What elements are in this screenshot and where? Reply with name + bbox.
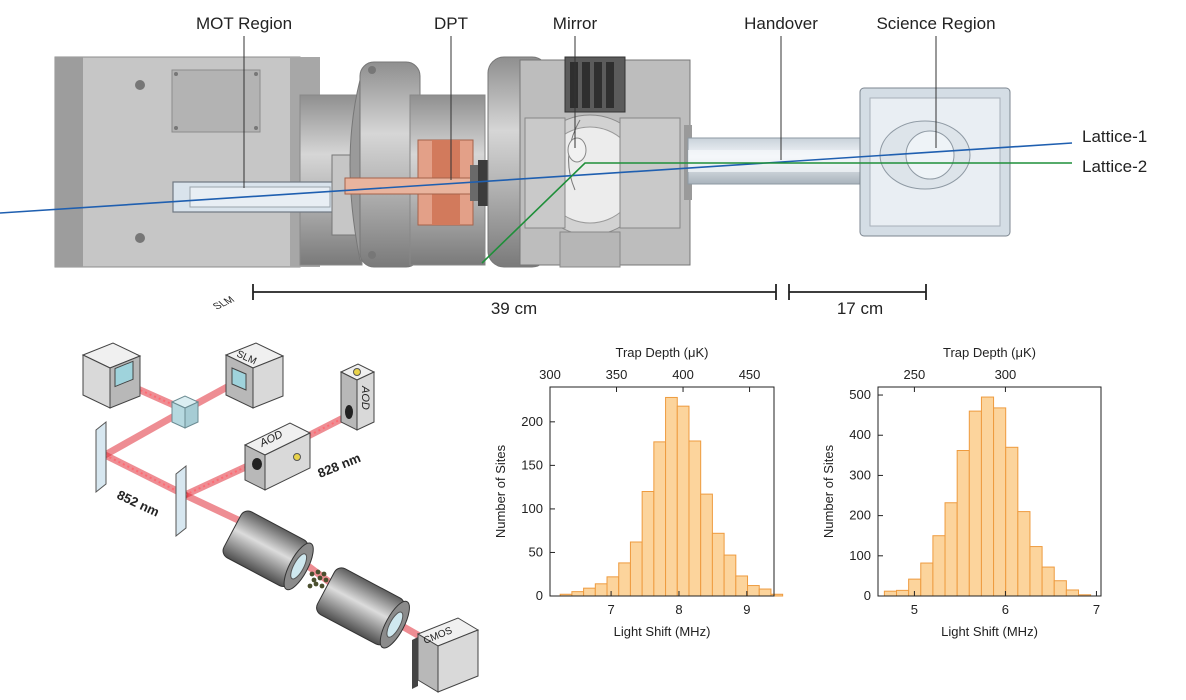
x-axis-label: Light Shift (MHz) [614, 624, 711, 639]
x-tick-label: 5 [911, 602, 918, 617]
histogram-bar [980, 396, 995, 597]
label-lattice-2: Lattice-2 [1082, 157, 1147, 176]
histogram-bar [629, 541, 643, 597]
objective-lens-1 [222, 510, 314, 591]
histogram-bar [1029, 546, 1043, 597]
y-tick-label: 50 [529, 544, 543, 559]
histogram-bar [606, 576, 620, 597]
x2-tick-label: 250 [904, 367, 926, 382]
y-tick-label: 100 [849, 548, 871, 563]
histogram-bar [1005, 446, 1019, 597]
y-tick-label: 300 [849, 467, 871, 482]
histogram-bar [571, 591, 585, 597]
x2-tick-label: 300 [995, 367, 1017, 382]
aod-b: AOD [339, 363, 376, 431]
histogram-bar [688, 440, 702, 597]
y-tick-label: 400 [849, 427, 871, 442]
x-tick-label: 8 [675, 602, 682, 617]
optical-setup: SLM SLM AOD [81, 295, 480, 693]
x2-tick-label: 400 [672, 367, 694, 382]
plot-frame [549, 386, 775, 597]
histogram-bar [583, 587, 596, 597]
y-tick-label: 100 [521, 501, 543, 516]
histogram-bar [993, 407, 1007, 597]
aod-b-label: AOD [359, 385, 371, 410]
histogram-bar [944, 502, 958, 597]
mirror [567, 137, 587, 163]
x2-tick-label: 300 [539, 367, 561, 382]
histogram-bar [747, 585, 760, 597]
histogram-bar [594, 583, 608, 597]
y-axis-label: Number of Sites [821, 444, 836, 538]
label-handover: Handover [744, 14, 818, 33]
histogram-bar [1041, 566, 1055, 597]
slm-b: SLM [224, 342, 285, 409]
x-tick-label: 9 [743, 602, 750, 617]
y-tick-label: 0 [536, 588, 543, 603]
y-tick-label: 500 [849, 387, 871, 402]
x2-tick-label: 450 [739, 367, 761, 382]
slm-a-label: SLM [211, 295, 238, 312]
wavelength-828: 828 nm [316, 450, 363, 481]
histogram-bar [653, 441, 667, 597]
histogram-bar [723, 554, 737, 597]
scale-bar-39 [252, 284, 777, 300]
histogram-bar [770, 593, 784, 597]
label-science-region: Science Region [876, 14, 995, 33]
vacuum-apparatus: MOT Region DPT Mirror Handover Science R… [0, 14, 1147, 318]
label-mirror: Mirror [553, 14, 598, 33]
atom-array [307, 569, 329, 589]
lattice-1-beam [0, 142, 1073, 214]
histogram-bar [920, 562, 934, 597]
aod-a: AOD [243, 422, 312, 491]
lattice-2-beam [481, 162, 1072, 264]
plot-frame [877, 386, 1102, 597]
scale-label-17: 17 cm [837, 299, 883, 318]
scale-bar-17 [788, 284, 927, 300]
x2-axis-label: Trap Depth (μK) [616, 345, 709, 360]
histogram-bar [711, 532, 725, 597]
histogram-bar [968, 410, 982, 597]
x-tick-label: 7 [1093, 602, 1100, 617]
scale-label-39: 39 cm [491, 299, 537, 318]
histogram-bar [883, 590, 898, 597]
y-tick-label: 200 [521, 414, 543, 429]
x-tick-label: 7 [607, 602, 614, 617]
mirror-1 [95, 420, 107, 494]
histogram-bar [641, 491, 655, 597]
histogram-bar [1017, 511, 1031, 597]
label-lattice-1: Lattice-1 [1082, 127, 1147, 146]
y-tick-label: 150 [521, 457, 543, 472]
histogram-bar [1053, 580, 1067, 597]
mirror-2 [175, 464, 187, 538]
histogram-bar [896, 589, 910, 597]
histogram-bar [618, 562, 631, 597]
histogram-bar [956, 450, 970, 597]
beam-splitter-cube [170, 395, 200, 429]
objective-lens-2 [316, 567, 410, 649]
x-axis-label: Light Shift (MHz) [941, 624, 1038, 639]
y-tick-label: 0 [864, 588, 871, 603]
histogram-bar [665, 396, 678, 597]
histogram-bar [1065, 589, 1079, 597]
y-axis-label: Number of Sites [493, 444, 508, 538]
histogram-bar [932, 535, 946, 597]
histogram-bar [758, 588, 772, 597]
label-dpt: DPT [434, 14, 468, 33]
x2-axis-label: Trap Depth (μK) [943, 345, 1036, 360]
label-mot-region: MOT Region [196, 14, 292, 33]
histogram-bar [676, 405, 690, 597]
wavelength-852: 852 nm [115, 487, 162, 520]
cmos-camera: CMOS [412, 617, 480, 693]
y-tick-label: 200 [849, 508, 871, 523]
x-tick-label: 6 [1002, 602, 1009, 617]
histogram-bar [735, 575, 749, 597]
x2-tick-label: 350 [606, 367, 628, 382]
histogram-bar [700, 493, 713, 597]
